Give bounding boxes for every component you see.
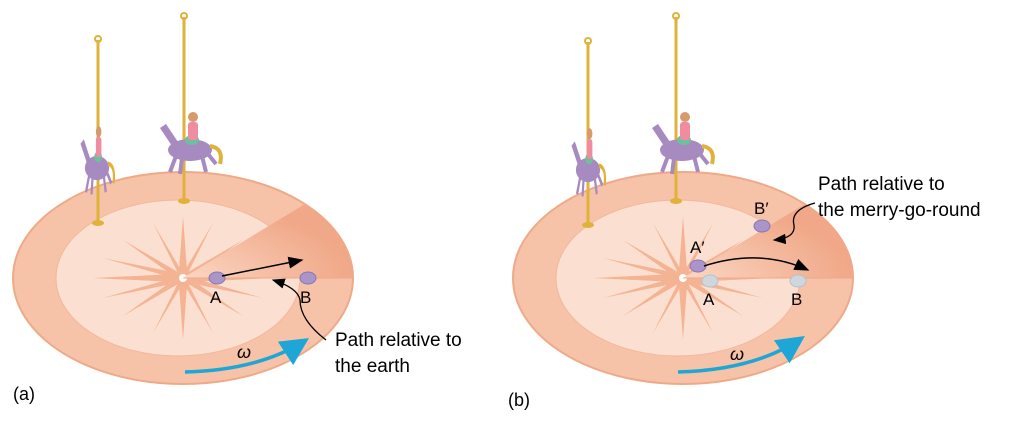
point-b-label: B bbox=[791, 290, 802, 309]
point-b-label: B bbox=[300, 288, 311, 307]
panel-b: A′ B′ A B ω Path relative to the merry-g… bbox=[508, 12, 981, 410]
path-arrow bbox=[703, 257, 810, 271]
omega-arrow bbox=[677, 336, 805, 374]
point-a-label: A bbox=[210, 288, 222, 307]
omega-label: ω bbox=[730, 344, 744, 364]
horse-rider bbox=[158, 110, 223, 176]
point-b-marker bbox=[299, 271, 317, 285]
point-a-prime-marker bbox=[689, 259, 707, 273]
panel-label: (b) bbox=[508, 390, 530, 410]
omega-label: ω bbox=[237, 342, 251, 362]
panel-a: A B ω Path relative to the earth (a) bbox=[12, 12, 462, 404]
pointer-arrow bbox=[271, 278, 327, 341]
path-arrow bbox=[221, 256, 304, 277]
wedge-region bbox=[683, 204, 853, 278]
wedge-region bbox=[183, 204, 353, 278]
point-a-marker bbox=[208, 271, 226, 285]
caption-line-1: Path relative to bbox=[818, 174, 945, 195]
ghost-point-b-marker bbox=[789, 274, 807, 288]
omega-arrow bbox=[184, 338, 309, 374]
ghost-point-a-marker bbox=[701, 274, 719, 288]
horse-rider bbox=[650, 110, 715, 176]
point-a-prime-label: A′ bbox=[690, 238, 705, 257]
caption-line-2: the merry-go-round bbox=[818, 200, 981, 221]
point-b-prime-marker bbox=[753, 219, 771, 233]
point-b-prime-label: B′ bbox=[754, 199, 769, 218]
point-a-label: A bbox=[703, 290, 715, 309]
pointer-arrow bbox=[772, 202, 816, 245]
panel-label: (a) bbox=[13, 384, 35, 404]
caption-line-1: Path relative to bbox=[335, 330, 462, 351]
caption-line-2: the earth bbox=[335, 356, 410, 377]
